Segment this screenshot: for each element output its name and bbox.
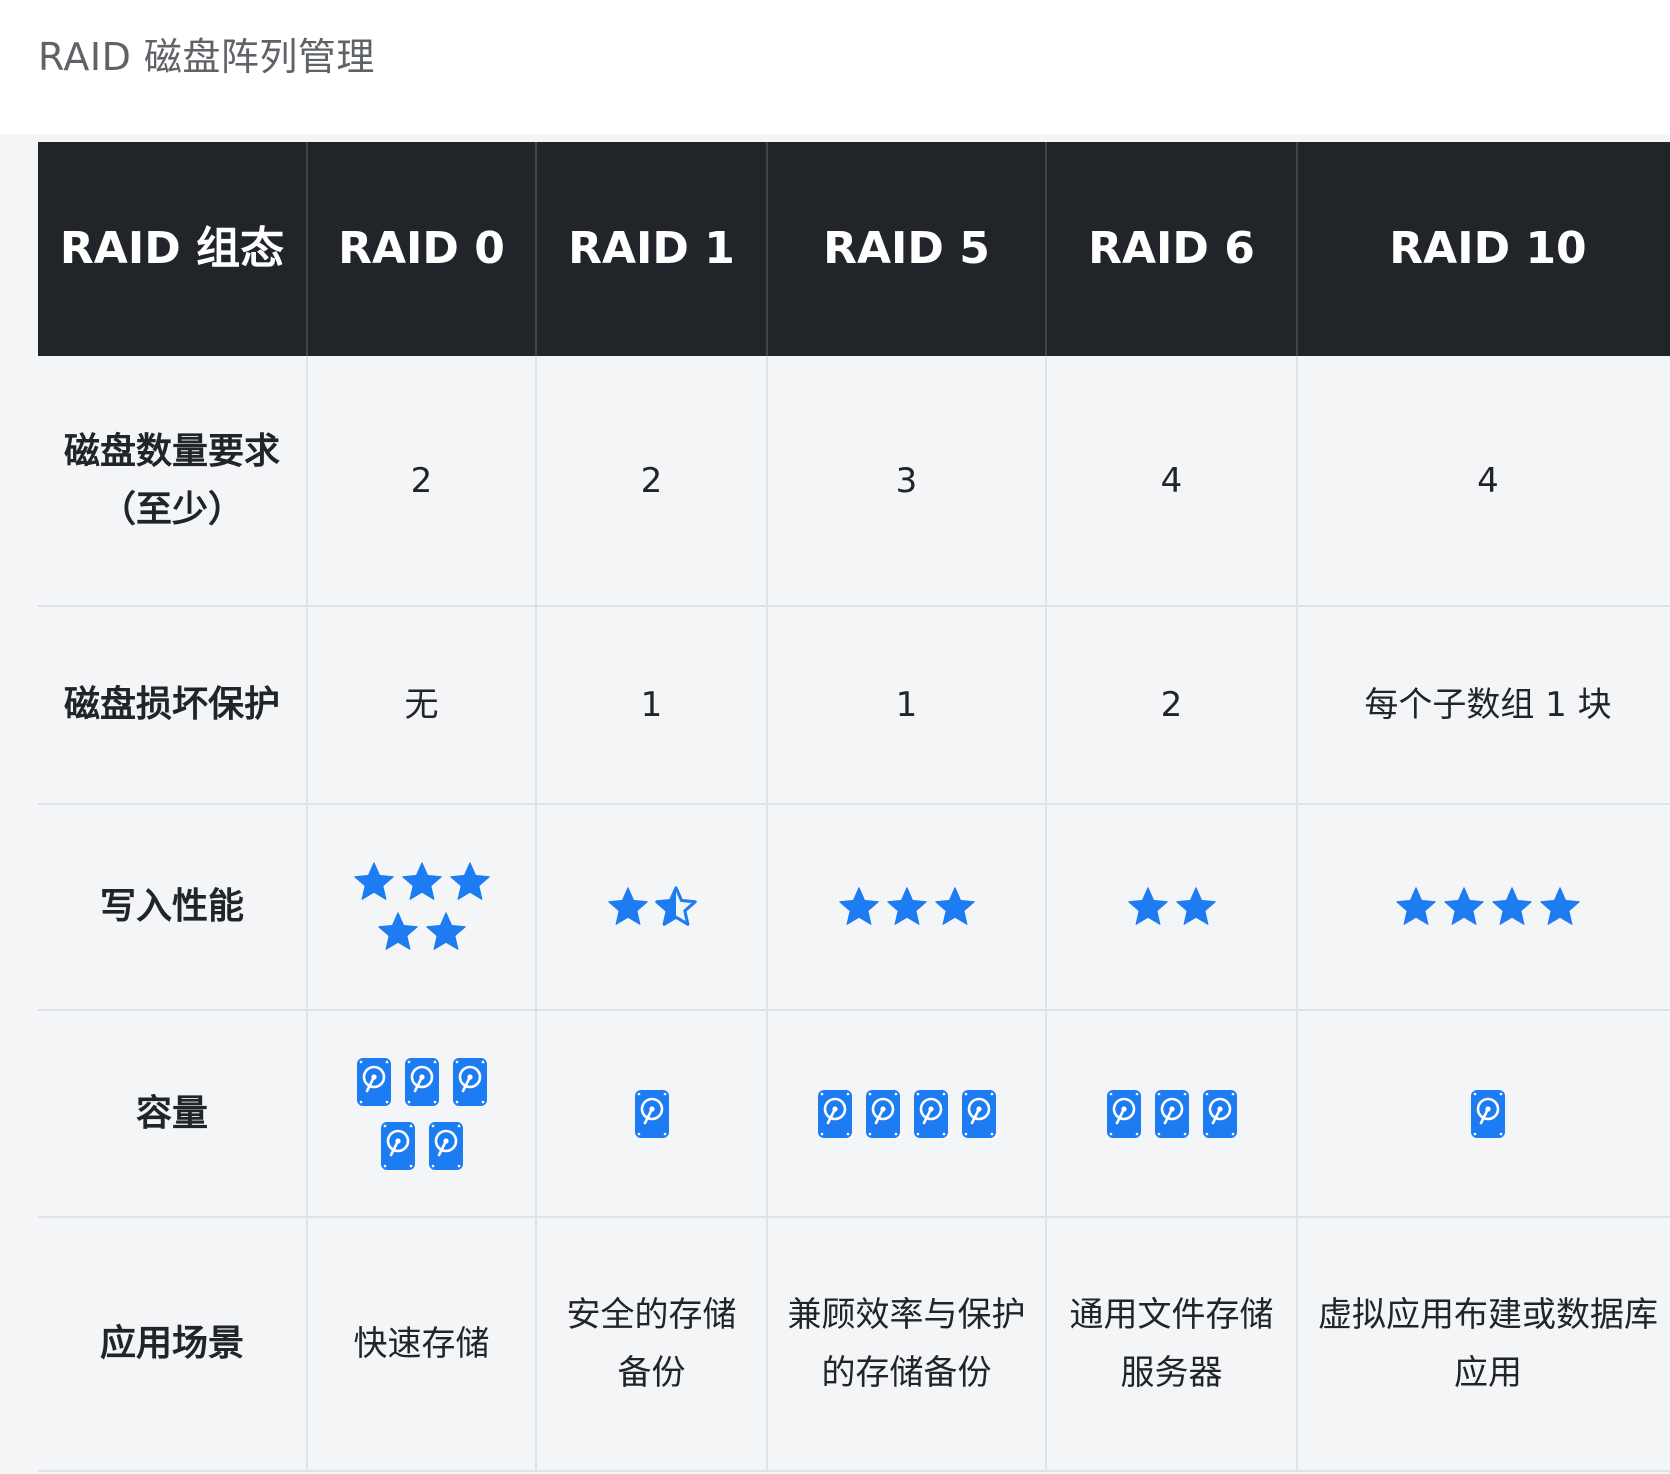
cell-capacity <box>307 1010 537 1218</box>
table-header-row: RAID 组态 RAID 0 RAID 1 RAID 5 RAID 6 RAID… <box>38 142 1670 356</box>
star-icon <box>838 887 879 925</box>
header-raid-10: RAID 10 <box>1297 142 1670 356</box>
row-label-use-case: 应用场景 <box>38 1217 308 1472</box>
star-icon <box>1492 887 1532 925</box>
hard-drive-icon <box>913 1089 948 1138</box>
hard-drive-icon <box>452 1057 487 1106</box>
cell-write-performance <box>307 804 537 1011</box>
page-title: RAID 磁盘阵列管理 <box>38 35 375 79</box>
cell-capacity <box>1297 1010 1670 1218</box>
cell-use-case: 快速存储 <box>307 1217 537 1472</box>
table-row-fault-tolerance: 磁盘损坏保护 无 1 1 2 每个子数组 1 块 <box>38 606 1670 805</box>
star-icon <box>377 912 418 950</box>
cell-use-case: 安全的存储备份 <box>536 1217 768 1472</box>
cell-disk-count: 4 <box>1297 356 1670 607</box>
cell-fault-tolerance: 1 <box>536 606 768 805</box>
hard-drive-icon <box>1106 1089 1141 1138</box>
cell-capacity <box>536 1010 768 1218</box>
hard-drive-icon <box>380 1121 415 1170</box>
star-half-icon <box>654 886 697 926</box>
cell-use-case: 虚拟应用布建或数据库应用 <box>1297 1217 1670 1472</box>
cell-use-case: 兼顾效率与保护的存储备份 <box>767 1217 1047 1472</box>
header-raid-0: RAID 0 <box>307 142 537 356</box>
hard-drive-icon <box>1154 1089 1189 1138</box>
cell-write-performance <box>1046 804 1298 1011</box>
star-icon <box>1444 887 1484 925</box>
cell-disk-count: 4 <box>1046 356 1298 607</box>
star-icon <box>401 862 442 900</box>
cell-fault-tolerance: 2 <box>1046 606 1298 805</box>
row-label-capacity: 容量 <box>38 1010 308 1218</box>
row-label-disk-count: 磁盘数量要求（至少） <box>38 356 308 607</box>
hard-drive-icon <box>1471 1089 1505 1138</box>
row-label-fault-tolerance: 磁盘损坏保护 <box>38 606 308 805</box>
table-row-capacity: 容量 <box>38 1010 1670 1218</box>
raid-comparison-table: RAID 组态 RAID 0 RAID 1 RAID 5 RAID 6 RAID… <box>38 142 1670 1472</box>
cell-use-case: 通用文件存储服务器 <box>1046 1217 1298 1472</box>
star-icon <box>449 862 490 900</box>
capacity-drives <box>557 1089 747 1139</box>
rating-stars <box>1072 884 1272 930</box>
hard-drive-icon <box>428 1121 463 1170</box>
cell-fault-tolerance: 无 <box>307 606 537 805</box>
hard-drive-icon <box>634 1089 669 1138</box>
cell-disk-count: 2 <box>307 356 537 607</box>
star-icon <box>934 887 975 925</box>
table-row-disk-count: 磁盘数量要求（至少） 2 2 3 4 4 <box>38 356 1670 607</box>
star-icon <box>607 887 648 925</box>
cell-write-performance <box>1297 804 1670 1011</box>
cell-disk-count: 3 <box>767 356 1047 607</box>
rating-stars <box>807 884 1007 930</box>
header-config: RAID 组态 <box>38 142 308 356</box>
star-icon <box>425 912 466 950</box>
cell-disk-count: 2 <box>536 356 768 607</box>
header-raid-6: RAID 6 <box>1046 142 1298 356</box>
header-raid-1: RAID 1 <box>536 142 768 356</box>
rating-stars <box>347 859 497 955</box>
header-raid-5: RAID 5 <box>767 142 1047 356</box>
capacity-drives <box>347 1057 497 1171</box>
capacity-drives <box>1072 1089 1272 1139</box>
capacity-drives <box>1368 1089 1608 1139</box>
cell-fault-tolerance: 每个子数组 1 块 <box>1297 606 1670 805</box>
hard-drive-icon <box>404 1057 439 1106</box>
capacity-drives <box>807 1089 1007 1139</box>
cell-write-performance <box>536 804 768 1011</box>
hard-drive-icon <box>817 1089 852 1138</box>
star-icon <box>1175 887 1216 925</box>
star-icon <box>886 887 927 925</box>
rating-stars <box>1368 884 1608 930</box>
hard-drive-icon <box>961 1089 996 1138</box>
cell-write-performance <box>767 804 1047 1011</box>
star-icon <box>1396 887 1436 925</box>
cell-capacity <box>767 1010 1047 1218</box>
star-icon <box>353 862 394 900</box>
table-row-use-case: 应用场景 快速存储 安全的存储备份 兼顾效率与保护的存储备份 通用文件存储服务器… <box>38 1217 1670 1472</box>
hard-drive-icon <box>356 1057 391 1106</box>
page-header: RAID 磁盘阵列管理 <box>0 0 1670 134</box>
table-row-write-performance: 写入性能 <box>38 804 1670 1011</box>
rating-stars <box>557 884 747 930</box>
hard-drive-icon <box>865 1089 900 1138</box>
star-icon <box>1127 887 1168 925</box>
hard-drive-icon <box>1202 1089 1237 1138</box>
row-label-write-performance: 写入性能 <box>38 804 308 1011</box>
cell-fault-tolerance: 1 <box>767 606 1047 805</box>
cell-capacity <box>1046 1010 1298 1218</box>
star-icon <box>1540 887 1580 925</box>
